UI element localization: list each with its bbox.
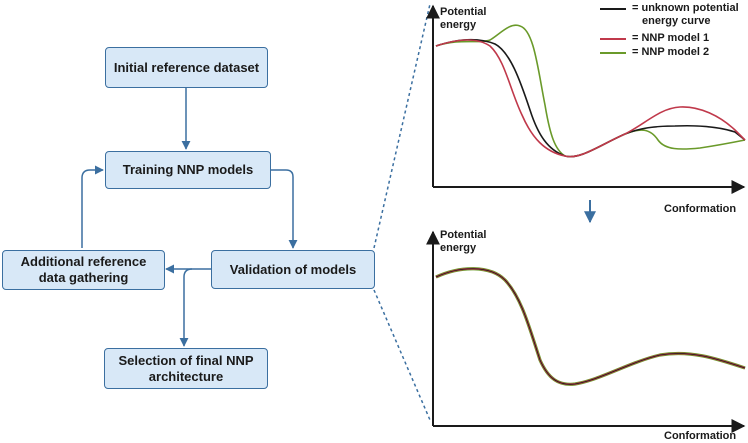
legend-swatch-model1 [600, 38, 626, 40]
top-ylabel-line2: energy [440, 19, 477, 31]
validation-box: Validation of models [211, 250, 375, 289]
bottom-ylabel-line1: Potential [440, 229, 487, 241]
bottom-ylabel-line2: energy [440, 242, 477, 254]
legend-model1: = NNP model 1 [632, 32, 710, 44]
top-ylabel-line1: Potential [440, 6, 487, 18]
bottom-plot-curves [435, 267, 746, 386]
bottom-ylabel: Potential energy [440, 229, 486, 255]
top-plot-axes [426, 4, 746, 194]
bottom-plot-axes [426, 230, 746, 433]
top-plot-curves [435, 24, 746, 158]
bottom-xlabel: Conformation [664, 430, 737, 442]
top-ylabel: Potential energy [440, 6, 486, 32]
legend-swatch-unknown [600, 8, 626, 10]
legend-unknown-line1: = unknown potential [632, 2, 739, 14]
flow-arrows [81, 88, 298, 347]
arrow-branch-to-selection [179, 268, 193, 347]
connector-bottom [373, 289, 431, 421]
selection-box: Selection of final NNP architecture [104, 348, 268, 389]
top-xlabel: Conformation [664, 203, 737, 215]
zoom-connectors [373, 3, 431, 421]
training-label: Training NNP models [122, 162, 254, 177]
connector-top [373, 3, 431, 249]
curve-model1-bottom [435, 267, 746, 386]
legend-swatch-model2 [600, 52, 626, 54]
legend-unknown: = unknown potential energy curve [632, 2, 739, 28]
validation-label: Validation of models [229, 261, 357, 277]
curve-model2-bottom [435, 267, 746, 386]
curve-model1-top [435, 39, 746, 158]
additional-data-label: Additional reference data gathering [20, 254, 147, 285]
selection-label: Selection of final NNP architecture [118, 352, 254, 384]
training-box: Training NNP models [105, 151, 271, 189]
arrow-training-to-validation [271, 169, 298, 249]
legend-model2: = NNP model 2 [632, 46, 710, 58]
initial-dataset-label: Initial reference dataset [113, 59, 260, 75]
curve-unknown-bottom [435, 268, 746, 385]
arrow-additional-to-training [81, 165, 104, 248]
initial-dataset-box: Initial reference dataset [105, 47, 268, 88]
legend-unknown-line2: energy curve [642, 15, 711, 27]
additional-data-box: Additional reference data gathering [2, 250, 165, 290]
